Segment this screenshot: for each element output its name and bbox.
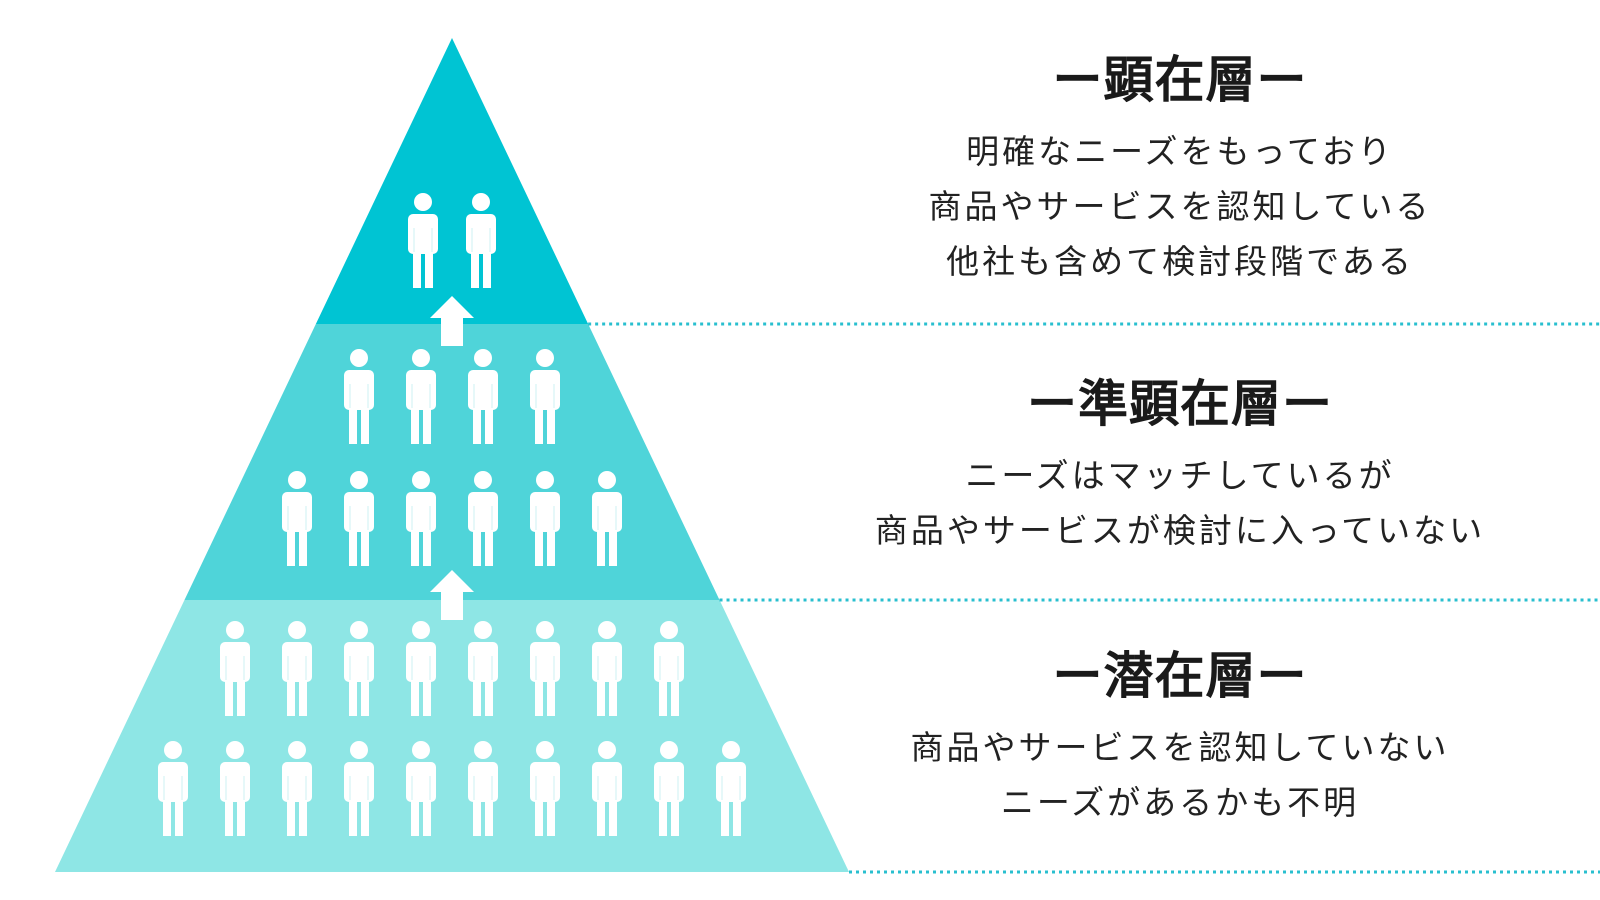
person-icon <box>344 349 374 444</box>
person-icon <box>592 741 622 836</box>
person-icon <box>716 741 746 836</box>
tier-top-desc-line: 商品やサービスを認知している <box>928 187 1432 226</box>
person-icon <box>282 741 312 836</box>
person-icon <box>530 471 560 566</box>
person-icon <box>468 471 498 566</box>
person-icon <box>406 741 436 836</box>
up-arrow-icon <box>430 570 474 620</box>
person-icon <box>406 471 436 566</box>
person-icon <box>344 471 374 566</box>
tier-bottom-description: 商品やサービスを認知していない ニーズがあるかも不明 <box>820 720 1540 830</box>
person-icon <box>220 621 250 716</box>
tier-bottom-desc-line: 商品やサービスを認知していない <box>910 728 1450 767</box>
tier-middle-band <box>184 324 720 600</box>
tier-middle-desc-line: 商品やサービスが検討に入っていない <box>874 511 1486 550</box>
person-icon <box>530 349 560 444</box>
tier-middle-description: ニーズはマッチしているが 商品やサービスが検討に入っていない <box>820 448 1540 558</box>
tier-top-block: ー顕在層ー 明確なニーズをもっており 商品やサービスを認知している 他社も含めて… <box>820 48 1540 289</box>
person-icon <box>344 741 374 836</box>
tier-middle-block: ー準顕在層ー ニーズはマッチしているが 商品やサービスが検討に入っていない <box>820 372 1540 558</box>
person-icon <box>468 349 498 444</box>
person-icon <box>406 349 436 444</box>
person-icon <box>530 741 560 836</box>
person-icon <box>344 621 374 716</box>
person-icon <box>468 621 498 716</box>
tier-bottom-desc-line: ニーズがあるかも不明 <box>1000 783 1360 822</box>
tier-bottom-title: ー潜在層ー <box>1052 647 1308 705</box>
tier-top-title: ー顕在層ー <box>1052 51 1308 109</box>
person-icon <box>592 471 622 566</box>
person-icon <box>408 193 438 288</box>
tier-middle-desc-line: ニーズはマッチしているが <box>965 456 1395 495</box>
person-icon <box>654 621 684 716</box>
person-icon <box>592 621 622 716</box>
person-icon <box>466 193 496 288</box>
tier-top-description: 明確なニーズをもっており 商品やサービスを認知している 他社も含めて検討段階であ… <box>820 124 1540 289</box>
person-icon <box>282 471 312 566</box>
person-icon <box>282 621 312 716</box>
person-icon <box>530 621 560 716</box>
tier-middle-title: ー準顕在層ー <box>1027 375 1333 433</box>
tier-top-desc-line: 他社も含めて検討段階である <box>946 242 1414 281</box>
tier-top-desc-line: 明確なニーズをもっており <box>966 132 1394 171</box>
person-icon <box>158 741 188 836</box>
person-icon <box>406 621 436 716</box>
person-icon <box>220 741 250 836</box>
person-icon <box>654 741 684 836</box>
tier-bottom-band <box>55 600 849 872</box>
tier-top-band <box>315 38 589 324</box>
person-icon <box>468 741 498 836</box>
tier-bottom-block: ー潜在層ー 商品やサービスを認知していない ニーズがあるかも不明 <box>820 644 1540 830</box>
up-arrow-icon <box>430 296 474 346</box>
